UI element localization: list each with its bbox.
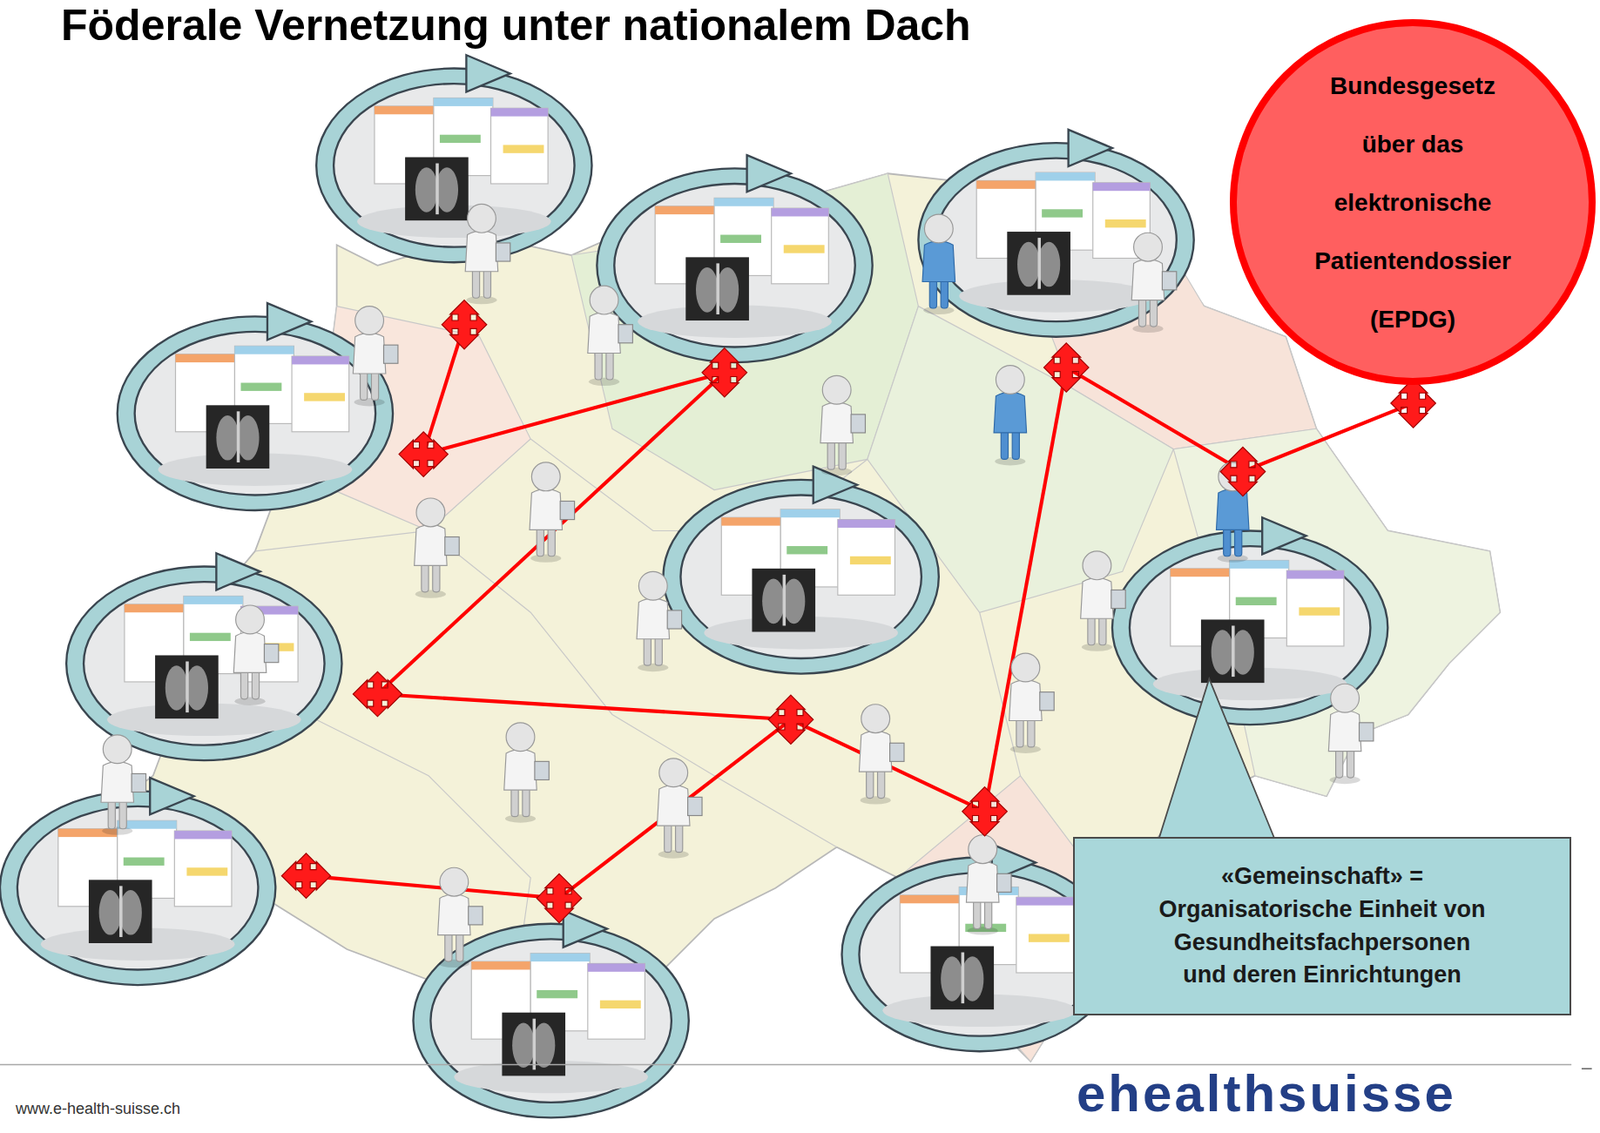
hub <box>1390 378 1437 428</box>
hub <box>1044 343 1090 392</box>
hub <box>281 853 331 899</box>
person <box>1131 232 1177 333</box>
person <box>993 365 1027 466</box>
community <box>918 129 1194 338</box>
community <box>596 155 872 363</box>
community <box>663 466 939 675</box>
hub <box>962 787 1008 837</box>
law-circle-shape <box>1233 22 1593 382</box>
person <box>1009 653 1055 754</box>
person <box>101 735 147 836</box>
person <box>1080 551 1127 652</box>
network-line <box>1066 367 1243 473</box>
footer-rule <box>0 1064 1572 1066</box>
person <box>233 605 279 706</box>
community <box>117 303 393 511</box>
footer-dash <box>1581 1067 1593 1069</box>
person <box>656 758 703 859</box>
person <box>1328 683 1374 784</box>
callout-box: «Gemeinschaft» = Organisatorische Einhei… <box>1073 837 1572 1016</box>
person <box>529 462 575 563</box>
community <box>66 553 342 761</box>
node-texts: «Gemeinschaft» = Organisatorische Einhei… <box>1074 838 1570 1014</box>
person <box>504 722 550 824</box>
person <box>965 835 1012 936</box>
hub <box>352 671 402 717</box>
community <box>0 777 276 986</box>
network-line <box>305 876 560 899</box>
person <box>587 285 634 386</box>
person <box>438 867 484 968</box>
hub <box>536 873 582 923</box>
community <box>316 54 592 263</box>
network-line <box>377 372 724 695</box>
network-line <box>377 694 790 720</box>
person <box>636 571 682 672</box>
person <box>820 375 866 476</box>
law-title: Bundesgesetz über das elektronische Pati… <box>1308 56 1518 349</box>
slide-title: Föderale Vernetzung unter nationalem Dac… <box>60 1 972 50</box>
node-texts: Bundesgesetz über das elektronische Pati… <box>1229 19 1596 385</box>
person <box>465 203 511 304</box>
network-line <box>985 367 1067 812</box>
person <box>352 306 399 407</box>
law-circle: Bundesgesetz über das elektronische Pati… <box>1229 19 1596 385</box>
hub <box>1220 446 1266 496</box>
network-lines <box>305 324 1413 899</box>
person <box>922 214 955 315</box>
callout-text: «Gemeinschaft» = Organisatorische Einhei… <box>1151 860 1493 993</box>
network-line <box>423 324 465 455</box>
community <box>412 910 689 1118</box>
network-line <box>1242 403 1414 473</box>
hub <box>398 432 448 478</box>
hub <box>702 348 748 398</box>
person <box>414 498 460 599</box>
website-url: www.e-health-suisse.ch <box>15 1100 181 1119</box>
brand-logo: ehealthsuisse <box>1073 1067 1460 1121</box>
hub <box>441 300 487 350</box>
hub <box>768 695 814 744</box>
network-line <box>559 719 791 898</box>
person <box>858 704 905 805</box>
callout-pointer <box>1158 678 1276 841</box>
